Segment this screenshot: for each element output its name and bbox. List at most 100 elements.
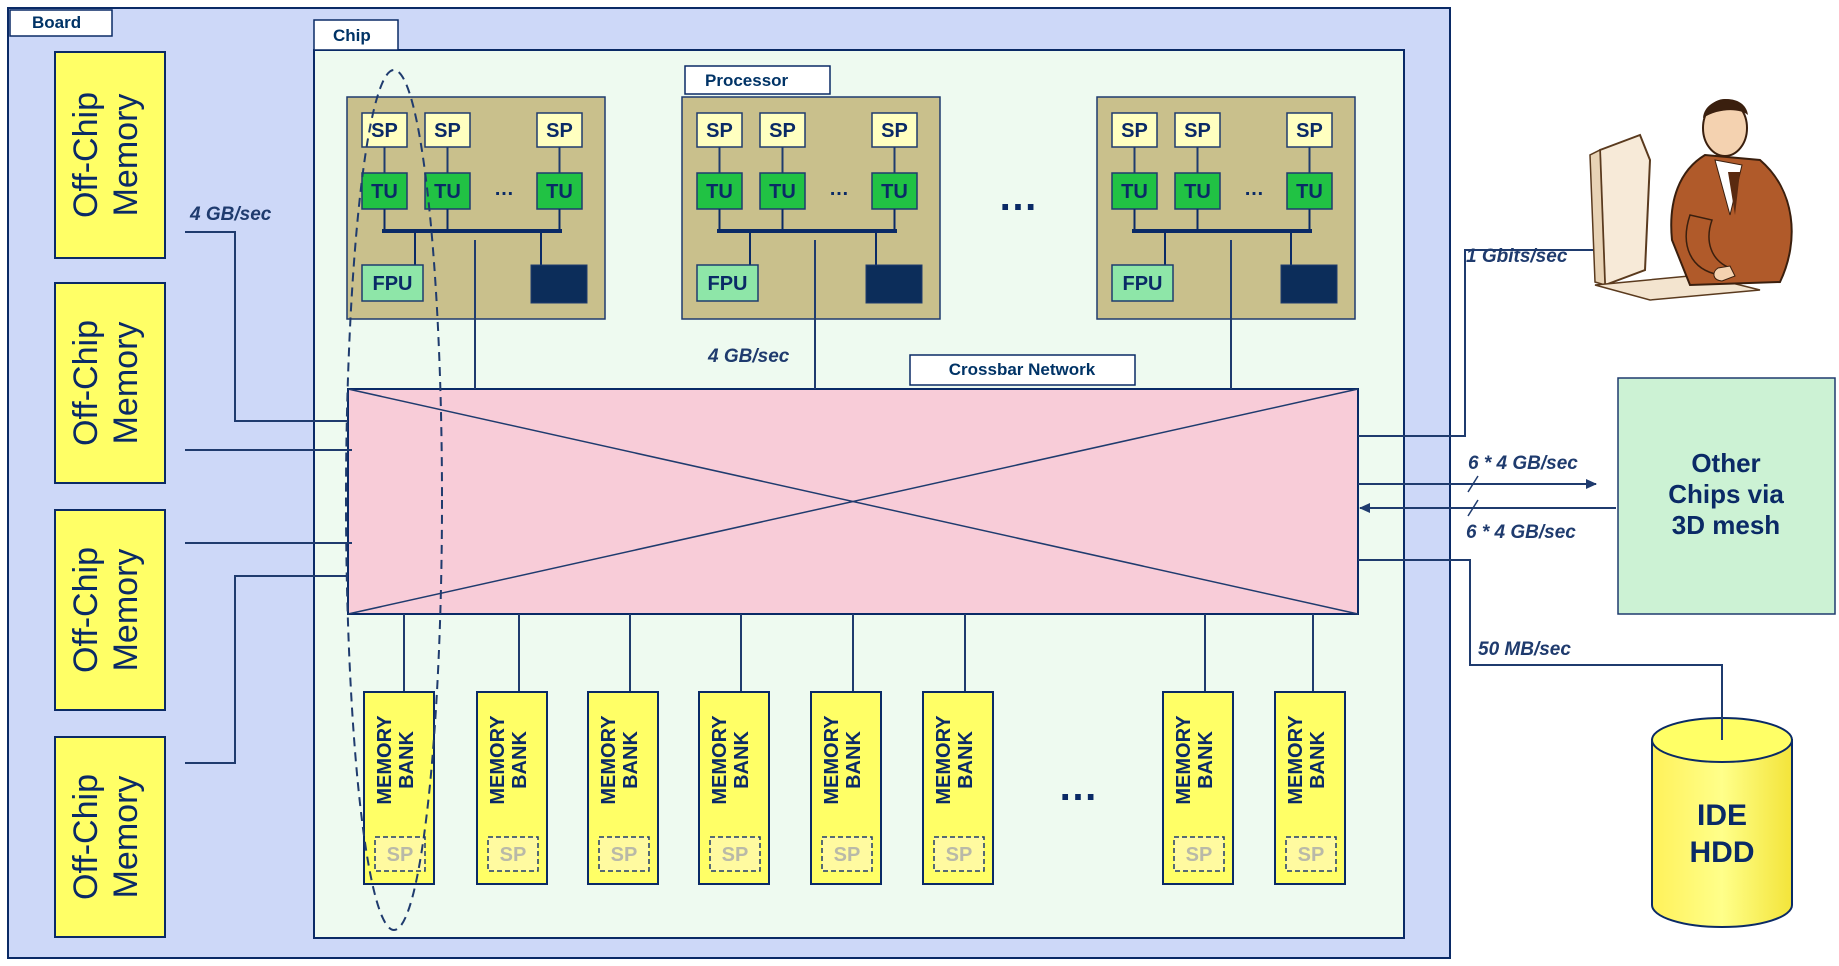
processor-ellipsis: … — [998, 175, 1038, 219]
bank-sp-label: SP — [722, 844, 749, 866]
memory-bank-label: BANK — [396, 731, 418, 789]
offchip-memory-label: Memory — [107, 322, 145, 445]
tu-unit-label: TU — [1121, 181, 1148, 203]
tu-unit-label: TU — [706, 181, 733, 203]
offchip-bandwidth: 4 GB/sec — [189, 204, 272, 225]
other-chips-line1: Other — [1691, 448, 1760, 478]
fpu-unit-label: FPU — [708, 273, 748, 295]
sp-unit-label: SP — [546, 120, 573, 142]
bank-sp-label: SP — [946, 844, 973, 866]
fpu-unit — [696, 264, 759, 302]
hdd-bandwidth: 50 MB/sec — [1478, 639, 1571, 660]
bank-sp-label: SP — [500, 844, 527, 866]
sp-unit-label: SP — [1121, 120, 1148, 142]
memory-bank-label: MEMORY — [1173, 715, 1195, 805]
user-bandwidth: 1 Gbits/sec — [1466, 246, 1568, 267]
memory-bank-label: MEMORY — [374, 715, 396, 805]
offchip-memory-4: Off-Chip Memory — [54, 736, 166, 938]
sp-unit-label: SP — [881, 120, 908, 142]
bank-sp-label: SP — [611, 844, 638, 866]
crossbar-diagonal — [347, 388, 1359, 615]
memory-bank-label: BANK — [1195, 731, 1217, 789]
processor-label-box — [684, 65, 831, 95]
offchip-memory-2: Off-Chip Memory — [54, 282, 166, 484]
sp-unit-label: SP — [434, 120, 461, 142]
processor-1: SP SP SP TU TU TU … FPU — [346, 96, 606, 320]
fpu-unit — [1111, 264, 1174, 302]
offchip-memory-label: Off-Chip — [67, 547, 105, 673]
memory-bank-label: MEMORY — [821, 715, 843, 805]
memory-bank-8: MEMORY BANK SP — [1274, 614, 1346, 885]
offchip-memory-label: Memory — [107, 94, 145, 217]
offchip-memory-label: Memory — [107, 776, 145, 899]
memory-bank-label: BANK — [731, 731, 753, 789]
mesh-out-bandwidth: 6 * 4 GB/sec — [1468, 453, 1578, 474]
memory-bank-4: MEMORY BANK SP — [698, 614, 770, 885]
bank-sp-label: SP — [387, 844, 414, 866]
other-chips-box — [1617, 377, 1836, 615]
tu-unit — [696, 172, 743, 210]
processor-3: SP SP SP TU TU TU … FPU — [1096, 96, 1356, 320]
tu-unit-label: TU — [434, 181, 461, 203]
sp-unit — [424, 112, 471, 148]
tu-ellipsis: … — [494, 178, 514, 200]
memory-bank-7: MEMORY BANK SP — [1162, 614, 1234, 885]
bank-sp-label: SP — [1186, 844, 1213, 866]
local-block — [865, 264, 923, 304]
memory-bank-label: MEMORY — [933, 715, 955, 805]
fpu-unit — [361, 264, 424, 302]
sp-highlight-ellipse — [345, 69, 443, 931]
memory-bank-ellipsis: … — [1058, 765, 1098, 809]
memory-bank-label: BANK — [509, 731, 531, 789]
hdd-line2: HDD — [1690, 836, 1755, 869]
memory-bank-2: MEMORY BANK SP — [476, 614, 548, 885]
crossbar-label: Crossbar Network — [949, 360, 1096, 379]
sp-unit — [361, 112, 408, 148]
memory-bank-label: MEMORY — [598, 715, 620, 805]
tu-unit-label: TU — [1296, 181, 1323, 203]
board-label-box — [9, 9, 113, 37]
memory-bank-label: MEMORY — [1285, 715, 1307, 805]
offchip-memory-label: Memory — [107, 549, 145, 672]
sp-unit — [696, 112, 743, 148]
sp-unit-label: SP — [1296, 120, 1323, 142]
sp-unit — [1286, 112, 1333, 148]
sp-unit — [871, 112, 918, 148]
tu-ellipsis: … — [1244, 178, 1264, 200]
user-at-computer-icon — [1589, 99, 1793, 301]
other-chips-line3: 3D mesh — [1672, 510, 1780, 540]
processor-bandwidth: 4 GB/sec — [707, 346, 790, 367]
memory-bank-1: MEMORY BANK SP — [363, 614, 435, 885]
memory-bank-label: MEMORY — [709, 715, 731, 805]
memory-bank-label: BANK — [1307, 731, 1329, 789]
tu-unit-label: TU — [769, 181, 796, 203]
memory-bank-label: BANK — [620, 731, 642, 789]
offchip-memory-label: Off-Chip — [67, 320, 105, 446]
tu-ellipsis: … — [829, 178, 849, 200]
sp-unit-label: SP — [1184, 120, 1211, 142]
processor-label: Processor — [705, 71, 789, 90]
chip-label-box — [313, 19, 399, 51]
tu-unit-label: TU — [371, 181, 398, 203]
fpu-unit-label: FPU — [1123, 273, 1163, 295]
bank-sp-label: SP — [1298, 844, 1325, 866]
other-chips-line2: Chips via — [1668, 479, 1784, 509]
local-block — [1280, 264, 1338, 304]
offchip-memory-1: Off-Chip Memory — [54, 51, 166, 259]
sp-unit — [1174, 112, 1221, 148]
memory-bank-label: MEMORY — [487, 715, 509, 805]
offchip-memory-label: Off-Chip — [67, 92, 105, 218]
tu-unit — [361, 172, 408, 210]
board-label: Board — [32, 13, 81, 32]
sp-unit-label: SP — [706, 120, 733, 142]
offchip-memory-label: Off-Chip — [67, 774, 105, 900]
tu-unit-label: TU — [1184, 181, 1211, 203]
memory-bank-label: BANK — [843, 731, 865, 789]
memory-bank-6: MEMORY BANK SP — [922, 614, 994, 885]
crossbar-label-box — [909, 354, 1136, 386]
offchip-memory-3: Off-Chip Memory — [54, 509, 166, 711]
sp-unit-label: SP — [371, 120, 398, 142]
sp-unit-label: SP — [769, 120, 796, 142]
fpu-unit-label: FPU — [373, 273, 413, 295]
